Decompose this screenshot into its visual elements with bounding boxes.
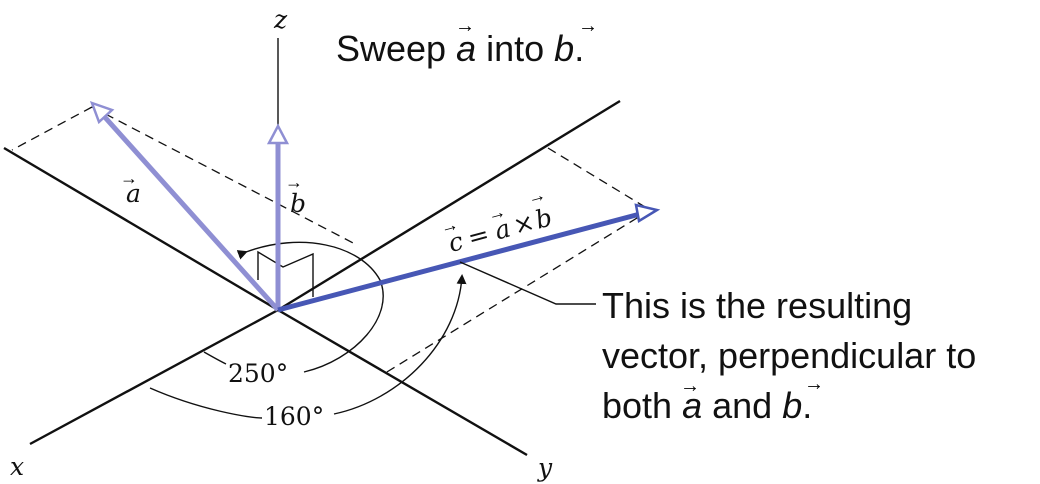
y-axis-label: y (537, 453, 553, 482)
vector-a-label-overarrow: → (120, 168, 138, 188)
a-projection-y (91, 106, 358, 246)
sweep-caption-b-arrow: → (578, 15, 598, 37)
vector-c-arrowhead (634, 203, 661, 224)
result-caption-line2: vector, perpendicular to (602, 335, 976, 376)
sweep-caption-a: a (456, 28, 476, 69)
vector-c-label-b: b (532, 202, 555, 234)
vector-c-label: c → = a → × b → (438, 184, 555, 258)
x-axis-negative (29, 308, 279, 446)
vector-a-label-text: a (126, 179, 141, 208)
vector-a-label: a → (120, 168, 141, 208)
vector-a (100, 112, 280, 312)
x-axis (3, 146, 279, 312)
sweep-caption-b: b (554, 28, 574, 69)
result-caption-b-arrow: → (804, 373, 824, 395)
a-projection-x (11, 106, 93, 151)
result-caption-line3-mid: and (702, 385, 782, 426)
svg-text:Sweep a into b.: Sweep a into b. (336, 28, 584, 69)
c-projection-y (547, 147, 651, 211)
result-caption: This is the resulting vector, perpendicu… (602, 285, 976, 426)
result-caption-line3-prefix: both (602, 385, 682, 426)
leader-line (459, 261, 596, 305)
sweep-caption-end: . (574, 28, 584, 69)
vectors (89, 100, 661, 313)
vector-c (277, 211, 641, 313)
result-caption-line3-end: . (802, 385, 812, 426)
vector-b-label: b → (285, 172, 306, 218)
angle-160-arc (149, 276, 462, 419)
z-axis-label: z (273, 5, 288, 34)
angle-250-label: 250° (228, 359, 288, 388)
vector-b-label-overarrow: → (285, 172, 303, 192)
vector-c-label-eq: = (465, 219, 493, 252)
sweep-caption-mid: into (476, 28, 554, 69)
axes (3, 38, 621, 457)
angle-250-arc (203, 351, 227, 365)
vector-b-label-text: b (290, 189, 306, 218)
right-angle-marker (257, 250, 314, 297)
result-caption-a-arrow: → (680, 375, 700, 397)
vector-c-label-b-arrow: → (525, 184, 548, 208)
c-projection-x (381, 209, 651, 376)
y-axis-negative (277, 308, 528, 457)
vector-a-arrowhead (89, 100, 115, 125)
sweep-caption: Sweep a into b. → → (336, 15, 598, 69)
vector-c-label-c-arrow: → (438, 214, 461, 238)
sweep-caption-a-arrow: → (455, 15, 475, 37)
vector-b-arrowhead (266, 123, 290, 145)
vector-c-label-a: a (492, 214, 514, 246)
result-caption-line3-b: b (782, 385, 802, 426)
sweep-caption-prefix: Sweep (336, 28, 456, 69)
y-axis (277, 99, 621, 312)
svg-text:both a and b.: both a and b. (602, 385, 812, 426)
projection-lines (11, 106, 651, 376)
result-caption-line1: This is the resulting (602, 285, 912, 326)
x-axis-label: x (10, 452, 24, 481)
result-caption-line3-a: a (682, 385, 702, 426)
sweep-arc (236, 241, 384, 373)
vector-c-label-a-arrow: → (485, 201, 508, 225)
angle-160-label: 160° (264, 402, 324, 431)
